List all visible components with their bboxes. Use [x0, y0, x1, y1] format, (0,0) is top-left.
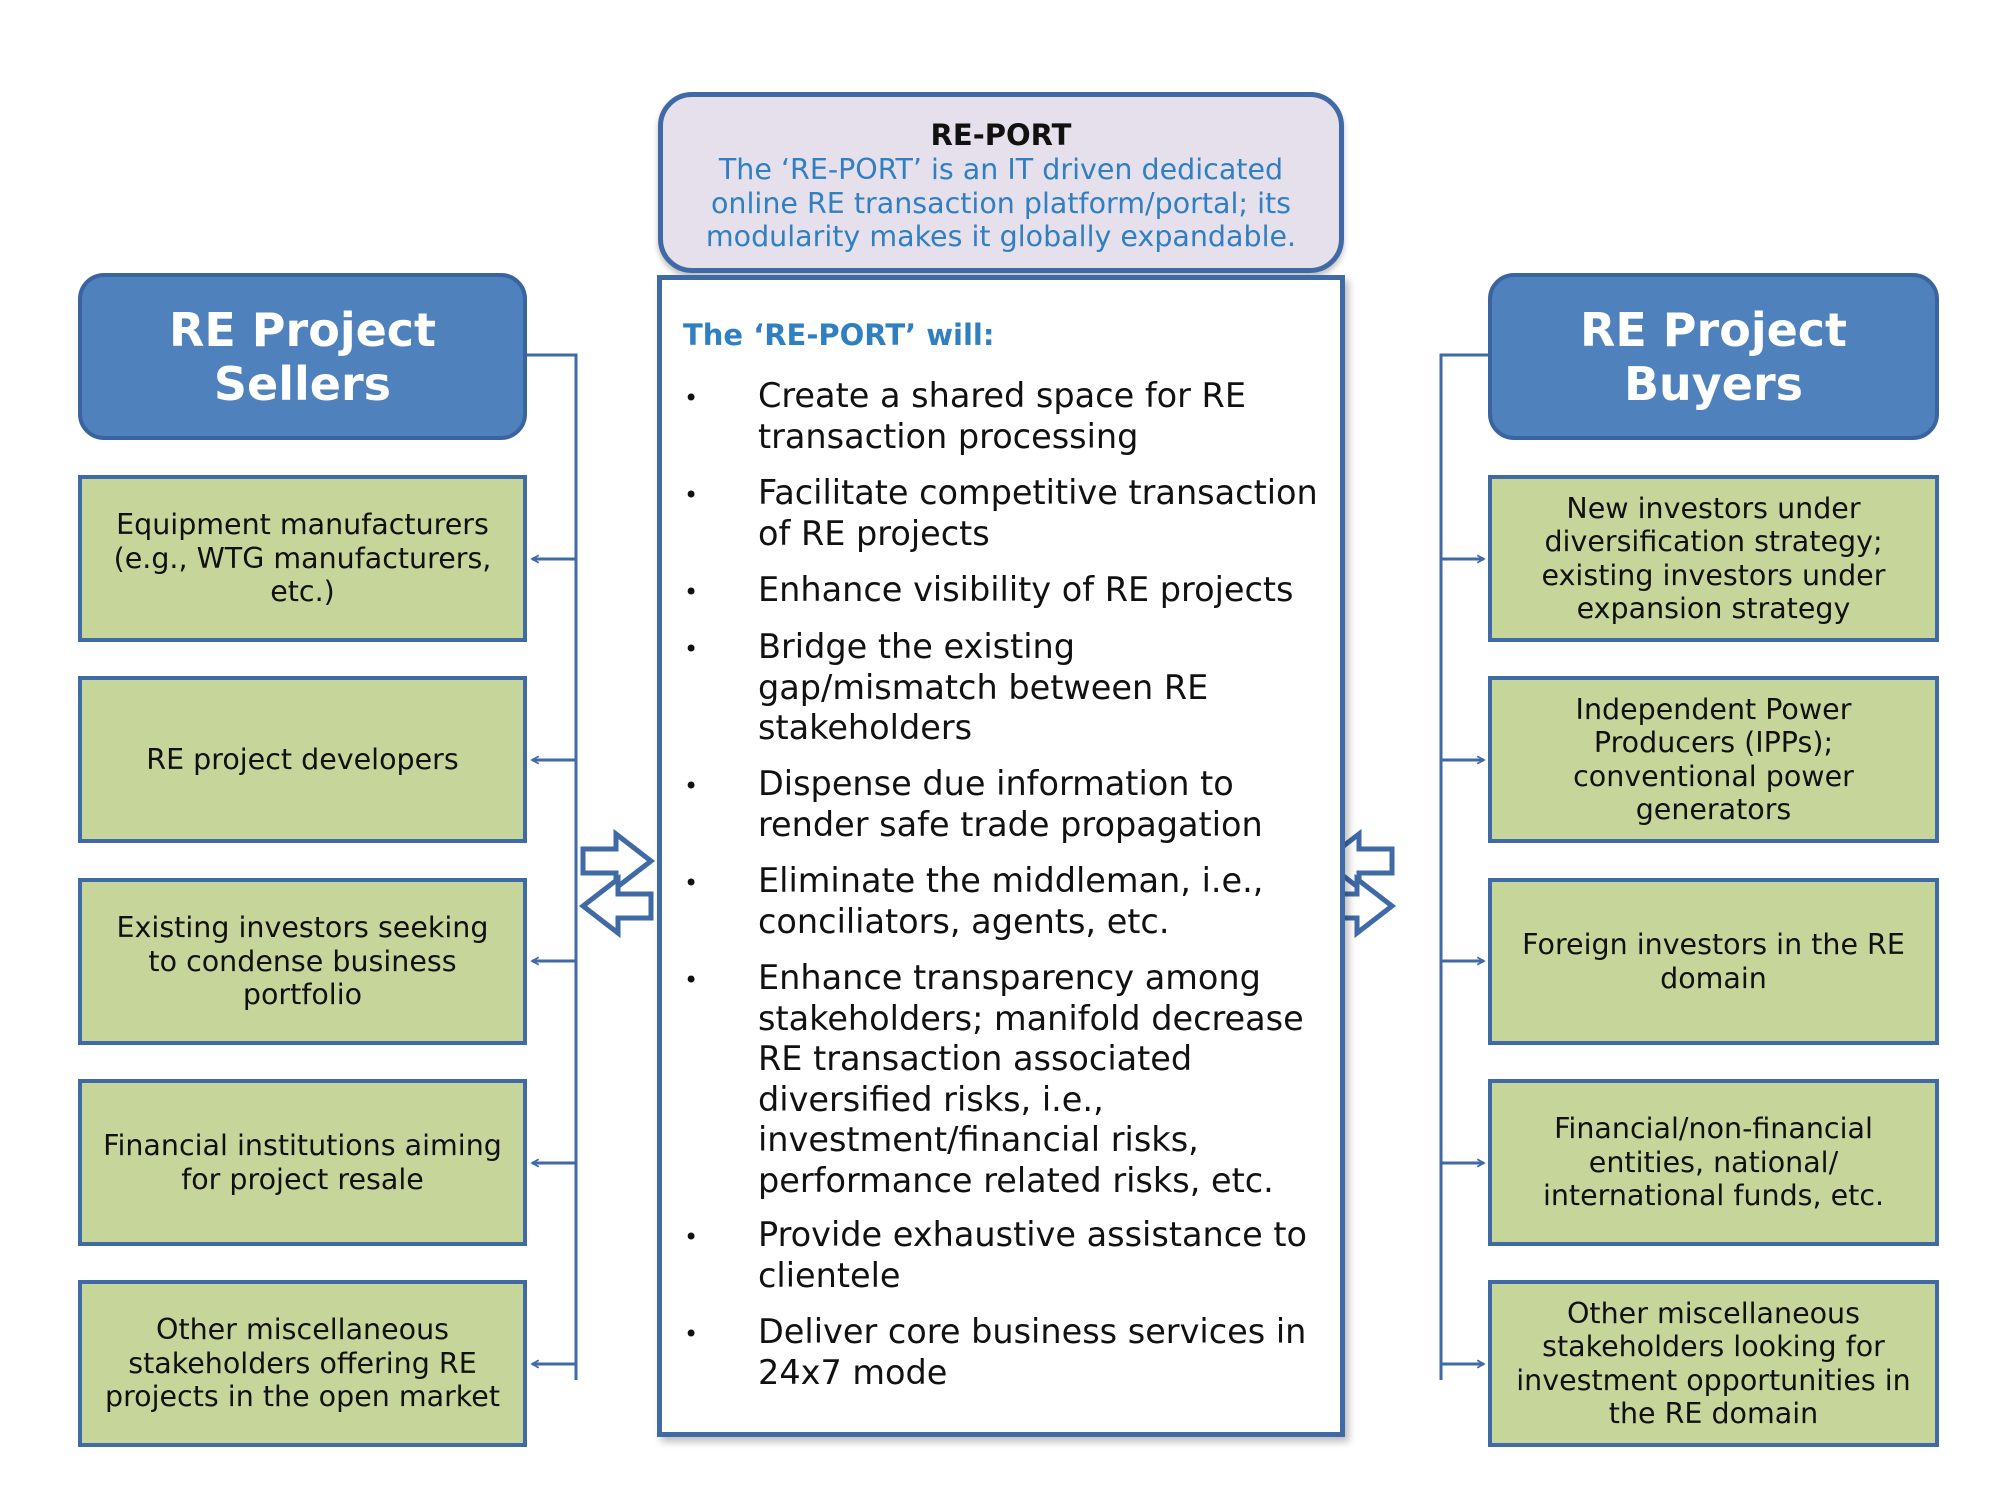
bullet-icon: •: [684, 578, 699, 606]
bullet-icon: •: [684, 635, 699, 663]
buyer-item: Financial/non-financial entities, nation…: [1488, 1079, 1939, 1246]
report-description: The ‘RE-PORT’ is an IT driven dedicated …: [705, 153, 1297, 253]
bullet-text: Create a shared space for RE transaction…: [758, 376, 1246, 456]
buyers-header: RE Project Buyers: [1488, 273, 1939, 440]
bullet-text: Enhance transparency among stakeholders;…: [758, 958, 1304, 1200]
bullet-icon: •: [684, 1223, 699, 1251]
buyer-connectors: [1439, 353, 1488, 1380]
bullet-text: Bridge the existing gap/mismatch between…: [758, 627, 1209, 747]
bullet-icon: •: [684, 384, 699, 412]
report-functions-box: The ‘RE-PORT’ will: • Create a shared sp…: [657, 275, 1345, 1437]
seller-connectors: [527, 353, 578, 1380]
seller-item: Financial institutions aiming for projec…: [78, 1079, 527, 1246]
exchange-arrows-left-icon: [578, 828, 656, 939]
buyer-item: Foreign investors in the RE domain: [1488, 878, 1939, 1045]
sellers-header: RE Project Sellers: [78, 273, 527, 440]
bullet-icon: •: [684, 966, 699, 994]
bullet-text: Provide exhaustive assistance to cliente…: [758, 1215, 1308, 1295]
buyer-item: Other miscellaneous stakeholders looking…: [1488, 1280, 1939, 1447]
bullet-icon: •: [684, 481, 699, 509]
bullet-text: Dispense due information to render safe …: [758, 764, 1263, 844]
bullet-text: Deliver core business services in 24x7 m…: [758, 1312, 1307, 1392]
bullet-icon: •: [684, 772, 699, 800]
seller-item: Other miscellaneous stakeholders offerin…: [78, 1280, 527, 1447]
seller-item: Equipment manufacturers (e.g., WTG manuf…: [78, 475, 527, 642]
bullet-icon: •: [684, 869, 699, 897]
report-title: RE-PORT: [930, 118, 1072, 152]
report-functions-heading: The ‘RE-PORT’ will:: [683, 318, 995, 352]
bullet-text: Enhance visibility of RE projects: [758, 570, 1294, 609]
seller-item: RE project developers: [78, 676, 527, 843]
report-description-box: RE-PORT The ‘RE-PORT’ is an IT driven de…: [658, 92, 1344, 273]
buyer-item: Independent Power Producers (IPPs); conv…: [1488, 676, 1939, 843]
buyer-item: New investors under diversification stra…: [1488, 475, 1939, 642]
bullet-icon: •: [684, 1320, 699, 1348]
bullet-text: Facilitate competitive transaction of RE…: [758, 473, 1318, 553]
seller-item: Existing investors seeking to condense b…: [78, 878, 527, 1045]
bullet-text: Eliminate the middleman, i.e., conciliat…: [758, 861, 1264, 941]
